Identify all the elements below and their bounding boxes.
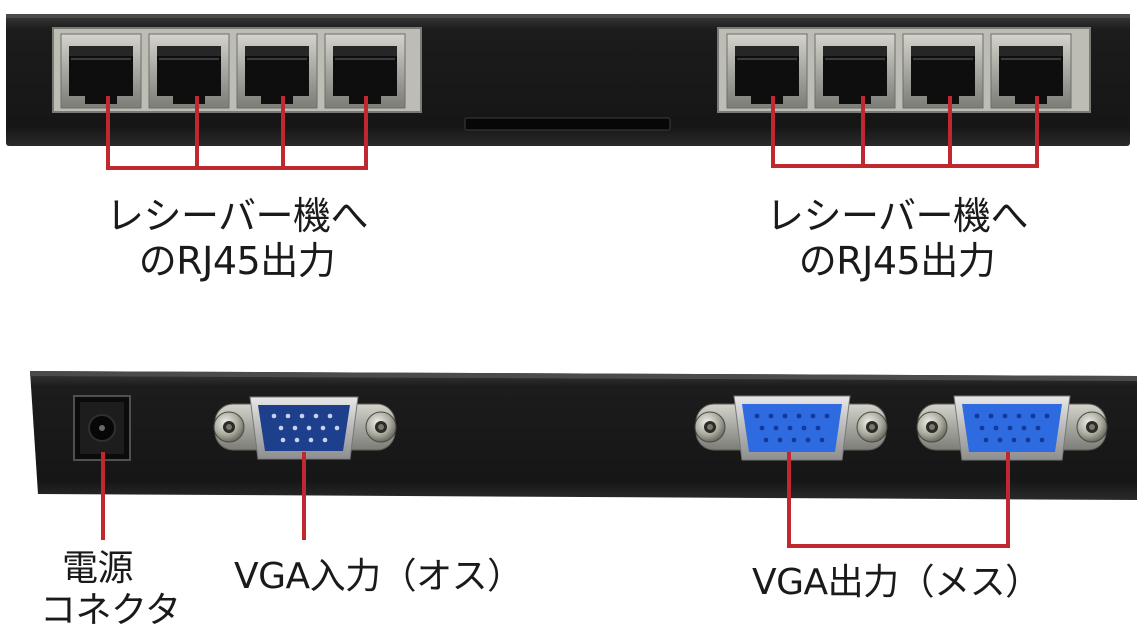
rj45-port-icon (726, 33, 808, 109)
rj45-port-icon (148, 33, 230, 109)
rj45-port-icon (60, 33, 142, 109)
rj45-port-icon (990, 33, 1072, 109)
label-power-connector: 電源 コネクタ (40, 548, 181, 632)
label-vga-input: VGA入力（オス） (234, 556, 523, 597)
rj45-port-bank-right (717, 27, 1091, 113)
label-vga-output: VGA出力（メス） (752, 562, 1041, 603)
label-rj45-output-left: レシーバー機へ のRJ45出力 (105, 194, 369, 283)
leader-lines-rj45-left (106, 96, 368, 170)
leader-lines-vga-out (787, 452, 1010, 548)
rj45-port-icon (902, 33, 984, 109)
vga-male-connector-icon (213, 396, 397, 460)
dc-power-jack-icon (73, 395, 131, 461)
card-slot (464, 117, 671, 131)
rj45-port-icon (236, 33, 318, 109)
vga-female-connector-icon (694, 395, 888, 461)
rj45-port-icon (814, 33, 896, 109)
rj45-port-bank-left (52, 27, 422, 113)
label-rj45-output-right: レシーバー機へ のRJ45出力 (765, 194, 1029, 283)
vga-female-connector-icon (916, 395, 1108, 461)
leader-lines-rj45-right (771, 96, 1039, 168)
